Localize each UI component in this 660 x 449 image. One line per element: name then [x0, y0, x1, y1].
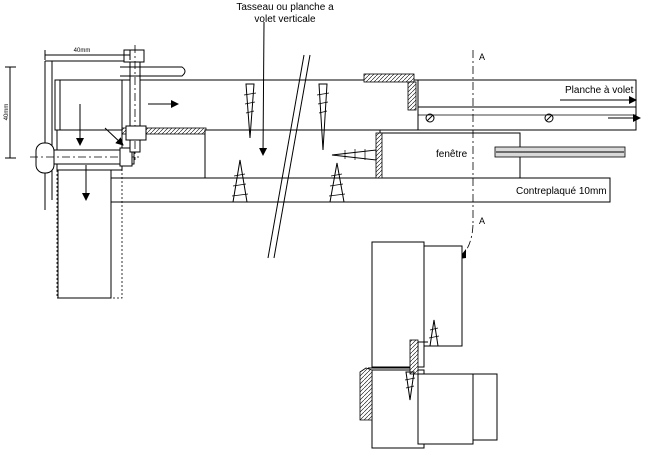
- screw-3: [231, 159, 249, 203]
- hinge-top: [363, 73, 415, 83]
- planche-volet-board: [417, 79, 637, 108]
- rail-screw-1: [425, 113, 435, 123]
- break-line-1: [267, 54, 305, 259]
- tasseau-leader: [259, 21, 268, 156]
- section-curve: [461, 224, 474, 257]
- dim-horizontal-text: 40mm: [74, 48, 91, 54]
- bolt-nut: [119, 147, 133, 167]
- contreplaque-label: Contreplaqué 10mm: [516, 186, 607, 197]
- section-label-bottom: A: [479, 216, 485, 226]
- section-hatch-strip: [409, 339, 419, 375]
- tasseau-label-line2: volet verticale: [254, 14, 316, 25]
- bolt-head: [35, 142, 55, 174]
- section-side-block: [423, 245, 463, 347]
- dim-vertical-text: 40mm: [4, 104, 10, 121]
- hinge-side: [407, 81, 417, 111]
- screw-1: [243, 83, 257, 139]
- top-bracket-arm: [120, 66, 186, 77]
- section-view: [359, 241, 498, 449]
- fenetre-label: fenêtre: [436, 149, 468, 160]
- section-screw-2: [404, 371, 416, 401]
- section-lower-right: [472, 373, 498, 441]
- tasseau-label-line1: Tasseau ou planche a: [236, 2, 334, 13]
- bolt-vertical-nut: [125, 125, 147, 141]
- screw-horizontal: [331, 149, 377, 161]
- break-line-2: [273, 54, 311, 259]
- section-lower-mid: [417, 373, 474, 445]
- vertical-board: [57, 169, 112, 299]
- screw-4: [328, 162, 346, 203]
- screw-2: [316, 83, 330, 151]
- section-hinge: [359, 367, 373, 421]
- corner-post: [59, 79, 123, 131]
- plan-view: [5, 21, 641, 299]
- section-label-top: A: [479, 52, 485, 62]
- contreplaque-board: [109, 177, 611, 203]
- window-seal: [375, 132, 383, 179]
- bolt-top-head: [123, 49, 145, 63]
- planche-volet-rail: [417, 106, 637, 131]
- section-lower-left: [371, 369, 425, 449]
- planche-volet-label: Planche à volet: [565, 85, 634, 96]
- rail-screw-2: [544, 113, 554, 123]
- section-screw-1: [428, 319, 440, 347]
